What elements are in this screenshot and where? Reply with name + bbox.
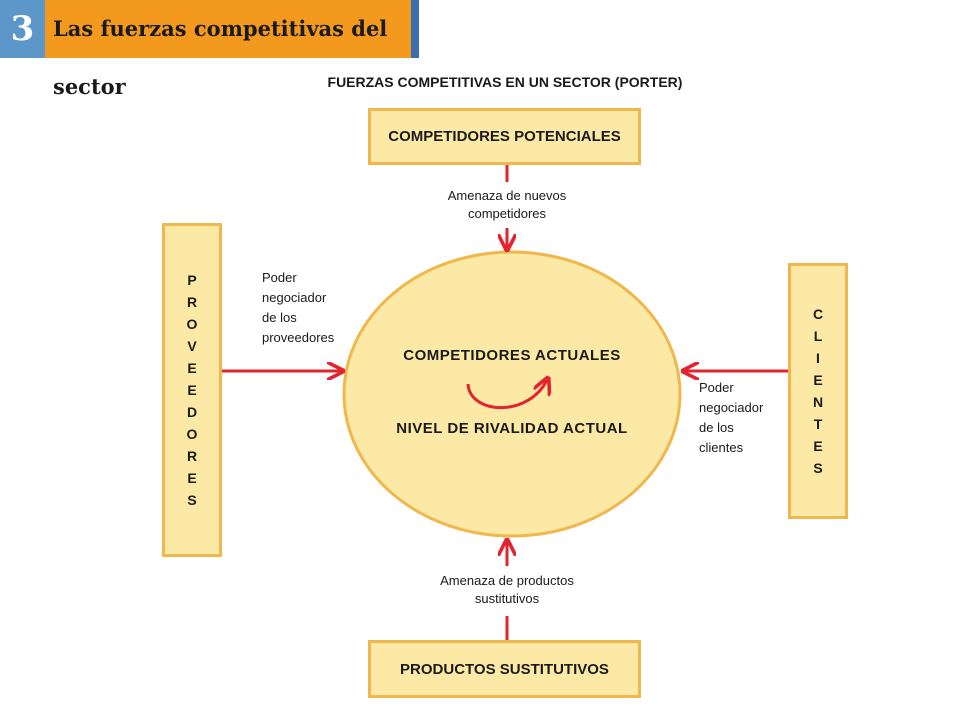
suppliers-letter: E bbox=[187, 382, 197, 398]
clients-letter: C bbox=[812, 306, 824, 322]
diagram-title: FUERZAS COMPETITIVAS EN UN SECTOR (PORTE… bbox=[327, 74, 683, 90]
current-competitors-label: COMPETIDORES ACTUALES bbox=[403, 347, 621, 364]
label-line: sustitutivos bbox=[474, 591, 540, 606]
clients-letter: L bbox=[813, 328, 823, 344]
label-line: Poder bbox=[262, 270, 297, 285]
suppliers-letter: P bbox=[187, 272, 197, 288]
potential-competitors-box: COMPETIDORES POTENCIALES bbox=[368, 108, 641, 165]
suppliers-letter: E bbox=[187, 470, 197, 486]
suppliers-letter: O bbox=[186, 426, 198, 442]
label-line: Poder bbox=[699, 380, 734, 395]
clients-letter: N bbox=[812, 394, 824, 410]
client-power-label: Poder negociador de los clientes bbox=[699, 378, 784, 458]
suppliers-letter: R bbox=[186, 448, 198, 464]
suppliers-letter: E bbox=[187, 360, 197, 376]
clients-letter: I bbox=[816, 350, 820, 366]
label-line: de los bbox=[262, 310, 297, 325]
label-line: Amenaza de nuevos bbox=[447, 188, 567, 203]
clients-letter: S bbox=[813, 460, 823, 476]
suppliers-letter: R bbox=[186, 294, 198, 310]
label-line: de los bbox=[699, 420, 734, 435]
label-line: negociador bbox=[699, 400, 764, 415]
clients-letter: E bbox=[813, 438, 823, 454]
substitutes-threat-label: Amenaza de productos sustitutivos bbox=[402, 572, 612, 608]
suppliers-letter: V bbox=[187, 338, 197, 354]
substitute-products-box: PRODUCTOS SUSTITUTIVOS bbox=[368, 640, 641, 698]
label-line: clientes bbox=[699, 440, 744, 455]
section-number: 3 bbox=[0, 0, 45, 58]
suppliers-letter: D bbox=[186, 404, 198, 420]
rivalry-ellipse bbox=[342, 250, 682, 538]
label-line: Amenaza de productos bbox=[440, 573, 574, 588]
new-competitors-threat-label: Amenaza de nuevos competidores bbox=[412, 187, 602, 223]
header-divider bbox=[411, 0, 419, 58]
suppliers-letter: O bbox=[186, 316, 198, 332]
rivalry-curve-arrow bbox=[466, 378, 548, 410]
label-line: negociador bbox=[262, 290, 327, 305]
clients-letter: E bbox=[813, 372, 823, 388]
label-line: proveedores bbox=[262, 330, 335, 345]
suppliers-letter: S bbox=[187, 492, 197, 508]
rivalry-level-label: NIVEL DE RIVALIDAD ACTUAL bbox=[396, 420, 628, 437]
clients-letter: T bbox=[813, 416, 823, 432]
section-title: Las fuerzas competitivas del sector bbox=[45, 0, 411, 99]
label-line: competidores bbox=[467, 206, 547, 221]
supplier-power-label: Poder negociador de los proveedores bbox=[262, 268, 352, 348]
